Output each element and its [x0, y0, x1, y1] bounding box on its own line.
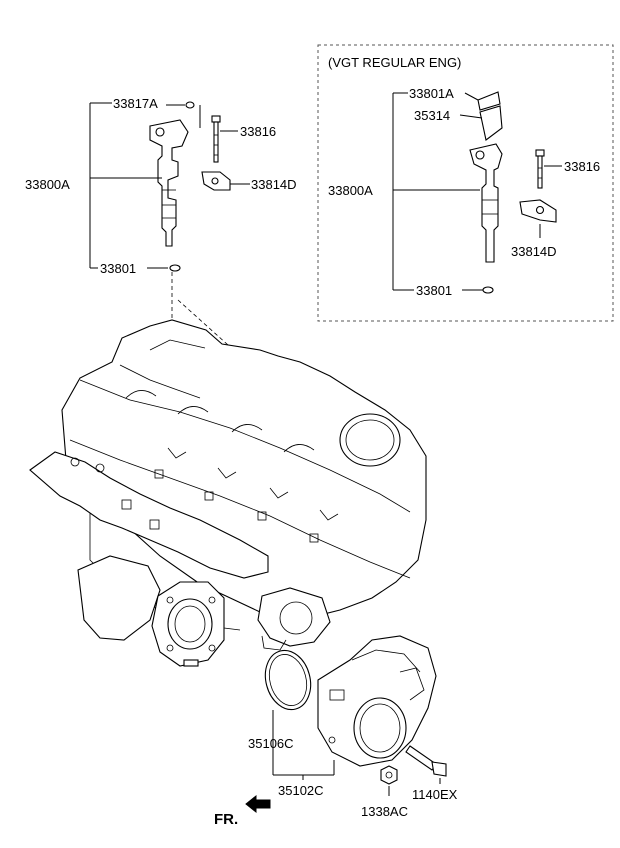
label-33800A: 33800A: [25, 177, 70, 192]
part-33816-bolt: [211, 115, 221, 163]
label-vgt-33816: 33816: [564, 159, 600, 174]
part-vgt-33816-bolt: [535, 149, 545, 189]
label-33817A: 33817A: [113, 96, 158, 111]
vgt-box-title: (VGT REGULAR ENG): [328, 55, 461, 70]
label-35106C: 35106C: [248, 736, 294, 751]
label-vgt-33801A: 33801A: [409, 86, 454, 101]
label-vgt-33814D: 33814D: [511, 244, 557, 259]
label-33801: 33801: [100, 261, 136, 276]
part-1338AC-nut: [380, 765, 398, 785]
front-direction-indicator: FR.: [214, 794, 271, 828]
label-vgt-33800A: 33800A: [328, 183, 373, 198]
part-35314-sleeve: [479, 105, 503, 141]
part-1140EX-bolt: [405, 745, 447, 777]
part-33801-washer: [169, 264, 181, 272]
part-33801A-cap: [477, 91, 501, 111]
label-35102C: 35102C: [278, 783, 324, 798]
label-33816: 33816: [240, 124, 276, 139]
part-vgt-33801-washer: [482, 286, 494, 294]
injector-assembly-left: 33817A 33816 33800A 33814D 33801: [25, 96, 326, 490]
label-33814D: 33814D: [251, 177, 297, 192]
label-vgt-35314: 35314: [414, 108, 450, 123]
part-33817A-washer: [185, 101, 195, 109]
label-vgt-33801: 33801: [416, 283, 452, 298]
injector-assembly-vgt: 33801A 35314 33816 33800A 33814D 33801: [328, 86, 600, 298]
label-1140EX: 1140EX: [412, 787, 458, 802]
cylinder-head-and-manifold: [29, 319, 427, 667]
part-35106C-gasket: [264, 649, 312, 711]
front-label: FR.: [214, 811, 238, 828]
label-1338AC: 1338AC: [361, 804, 408, 819]
front-arrow-icon: [245, 794, 271, 814]
vgt-variant-box: (VGT REGULAR ENG): [317, 44, 614, 322]
throttle-body-group: 35106C 35102C 1140EX 1338AC: [248, 635, 458, 819]
